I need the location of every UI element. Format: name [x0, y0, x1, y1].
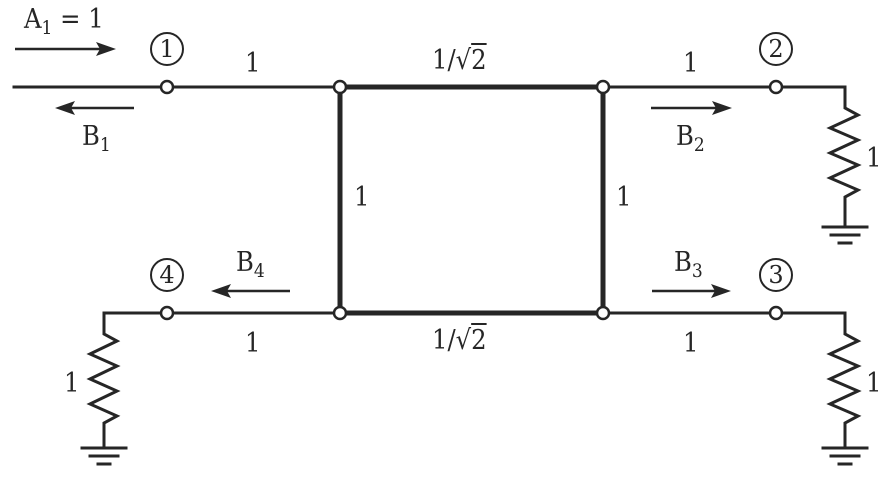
ground-icon	[821, 446, 869, 466]
arrow-right-icon	[15, 42, 116, 56]
port-4-label: 4	[150, 258, 184, 292]
junction-bottom-right	[595, 305, 611, 321]
port3-load-value: 1	[866, 368, 882, 399]
port-2-label: 2	[759, 32, 793, 66]
port3-node	[768, 305, 784, 321]
arrow-left-icon	[55, 101, 134, 115]
top-branch-impedance: 1/√2	[432, 45, 487, 76]
port4-load-resistor	[86, 311, 121, 450]
b4-wave-label: B4	[236, 247, 265, 282]
feed-line-3-impedance: 1	[683, 328, 699, 359]
ground-icon	[80, 446, 128, 466]
port2-load-resistor	[826, 85, 862, 228]
port-3-label: 3	[759, 258, 793, 292]
arrow-right-icon	[651, 101, 732, 115]
arrow-left-icon	[211, 284, 290, 298]
port-1-label: 1	[150, 32, 184, 66]
b3-wave-label: B3	[674, 247, 703, 282]
left-shunt-impedance: 1	[354, 182, 370, 213]
sqrt-icon: √	[455, 325, 472, 356]
port3-load-resistor	[826, 311, 862, 450]
port4-load-value: 1	[64, 368, 80, 399]
feed-line-1-impedance: 1	[245, 48, 261, 79]
junction-top-left	[332, 79, 348, 95]
b2-wave-label: B2	[676, 121, 705, 156]
junction-top-right	[595, 79, 611, 95]
feed-line-2-impedance: 1	[683, 48, 699, 79]
port2-node	[768, 79, 784, 95]
ground-icon	[821, 225, 869, 245]
bottom-branch-impedance: 1/√2	[432, 325, 487, 356]
port2-load-value: 1	[866, 143, 882, 174]
arrow-right-icon	[652, 284, 731, 298]
port1-node	[159, 79, 175, 95]
right-shunt-impedance: 1	[616, 182, 632, 213]
junction-bottom-left	[332, 305, 348, 321]
incident-wave-label: A1 = 1	[24, 4, 104, 39]
b1-wave-label: B1	[82, 121, 111, 156]
port4-node	[159, 305, 175, 321]
sqrt-icon: √	[455, 45, 472, 76]
feed-line-4-impedance: 1	[245, 328, 261, 359]
